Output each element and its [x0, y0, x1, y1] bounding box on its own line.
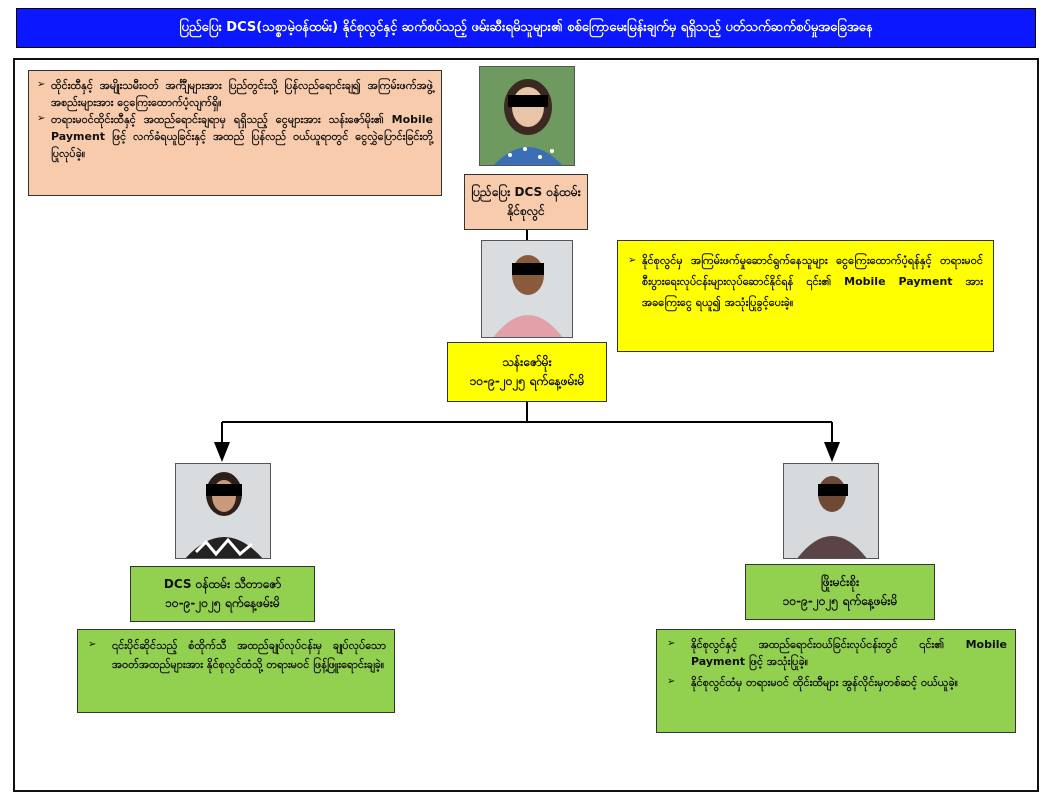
left-person-photo — [175, 463, 271, 559]
page-title: ပြည်ပြေး DCS(သစ္စာမဲ့ဝန်ထမ်း) နိုင်စုလွင… — [16, 8, 1036, 48]
right-note-2: နိုင်စုလွင်ထံမှ တရားမဝင် ထိုင်းထီများ အွ… — [665, 674, 1007, 691]
right-person-name: ဖြိုးမင်းစိုး — [820, 575, 860, 590]
left-person-name: DCS ဝန်ထမ်း သီတာဇော် — [163, 577, 282, 592]
top-person-photo — [479, 66, 575, 166]
portrait-man-icon — [482, 241, 572, 337]
top-person-namebox: ပြည်ပြေး DCS ဝန်ထမ်း နိုင်စုလွင် — [464, 174, 588, 230]
middle-person-namebox: သန်းဇော်မိုး ၁၀-၉-၂၀၂၅ ရက်နေ့ဖမ်းမိ — [447, 342, 607, 402]
middle-person-name: သန်းဇော်မိုး — [502, 355, 552, 370]
middle-person-photo — [481, 240, 573, 338]
middle-note-1: နိုင်စုလွင်မှ အကြမ်းဖက်မှုဆောင်ရွက်နေသူမ… — [628, 251, 983, 314]
right-person-arrest-date: ၁၀-၉-၂၀၂၅ ရက်နေ့ဖမ်းမိ — [782, 594, 898, 608]
diagram-frame — [13, 58, 1039, 792]
middle-person-arrest-date: ၁၀-၉-၂၀၂၅ ရက်နေ့ဖမ်းမိ — [469, 374, 585, 388]
right-person-notes: နိုင်စုလွင်နှင့် အထည်ရောင်းဝယ်ခြင်းလုပ်င… — [656, 629, 1016, 733]
right-note-1: နိုင်စုလွင်နှင့် အထည်ရောင်းဝယ်ခြင်းလုပ်င… — [665, 636, 1007, 670]
portrait-man-icon — [784, 464, 878, 558]
top-note-2: တရားမဝင်ထိုင်းထီနှင့် အထည်ရောင်းချရာမှ ရ… — [37, 111, 433, 162]
right-person-photo — [783, 463, 879, 559]
portrait-woman-icon — [480, 67, 574, 165]
left-person-notes: ၎င်းပိုင်ဆိုင်သည့် စံထိုက်သီ အထည်ချုပ်လု… — [77, 629, 395, 713]
left-person-arrest-date: ၁၀-၉-၂၀၂၅ ရက်နေ့ဖမ်းမိ — [165, 596, 280, 610]
top-person-notes: ထိုင်းထီနှင့် အမျိုးသမီးဝတ် အင်္ကျီများအ… — [28, 70, 442, 196]
left-person-namebox: DCS ဝန်ထမ်း သီတာဇော် ၁၀-၉-၂၀၂၅ ရက်နေ့ဖမ်… — [130, 566, 315, 622]
middle-person-notes: နိုင်စုလွင်မှ အကြမ်းဖက်မှုဆောင်ရွက်နေသူမ… — [617, 240, 994, 352]
portrait-woman-icon — [176, 464, 270, 558]
top-person-title: ပြည်ပြေး DCS ဝန်ထမ်း — [471, 185, 581, 200]
top-note-1: ထိုင်းထီနှင့် အမျိုးသမီးဝတ် အင်္ကျီများအ… — [37, 77, 433, 111]
left-note-1: ၎င်းပိုင်ဆိုင်သည့် စံထိုက်သီ အထည်ချုပ်လု… — [86, 636, 386, 675]
right-person-namebox: ဖြိုးမင်းစိုး ၁၀-၉-၂၀၂၅ ရက်နေ့ဖမ်းမိ — [745, 564, 935, 620]
top-person-name: နိုင်စုလွင် — [507, 204, 545, 218]
